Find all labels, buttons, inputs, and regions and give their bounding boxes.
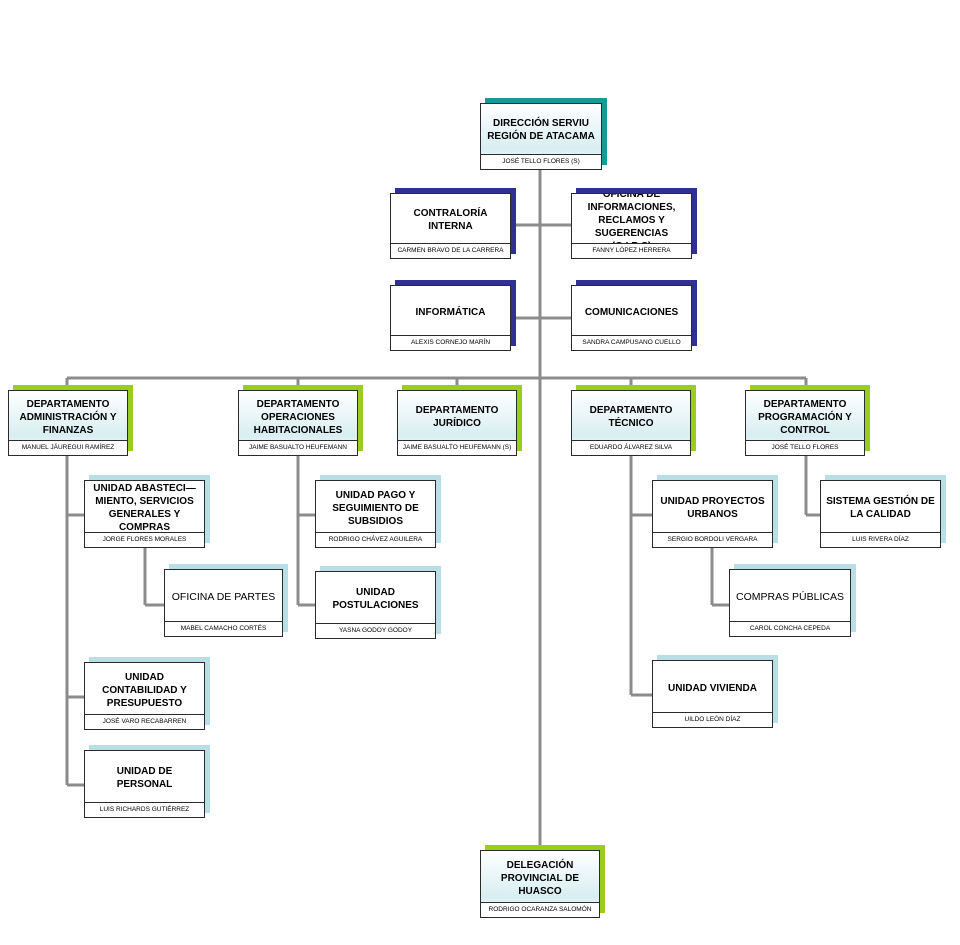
org-node-unidad-postulaciones: UNIDAD POSTULACIONES YASNA GODOY GODOY: [315, 566, 441, 639]
node-title: INFORMÁTICA: [415, 306, 486, 318]
node-title: UNIDAD POSTULACIONES: [332, 587, 419, 611]
node-person: JAIME BASUALTO HEUFEMANN: [239, 440, 357, 455]
node-person: RODRIGO OCARANZA SALOMÓN: [481, 902, 599, 917]
node-person: LUIS RIVERA DÍAZ: [821, 532, 940, 547]
node-person: SERGIO BORDOLI VERGARA: [653, 532, 772, 547]
org-node-compras-publicas: COMPRAS PÚBLICAS CAROL CONCHA CEPEDA: [729, 564, 856, 637]
node-person: FANNY LÓPEZ HERRERA: [572, 243, 691, 258]
node-title: UNIDAD CONTABILIDAD Y PRESUPUESTO: [102, 671, 187, 709]
node-title: DEPARTAMENTO TÉCNICO: [589, 405, 673, 429]
node-title: DEPARTAMENTO PROGRAMACIÓN Y CONTROL: [758, 398, 852, 436]
org-node-contraloria: CONTRALORÍA INTERNA CARMEN BRAVO DE LA C…: [390, 188, 516, 259]
node-person: YASNA GODOY GODOY: [316, 623, 435, 638]
node-title: UNIDAD PROYECTOS URBANOS: [660, 496, 765, 520]
org-node-delegacion-huasco: DELEGACIÓN PROVINCIAL DE HUASCO RODRIGO …: [480, 845, 605, 918]
node-title: SISTEMA GESTIÓN DE LA CALIDAD: [826, 496, 935, 520]
node-title: UNIDAD DE PERSONAL: [116, 766, 173, 790]
node-title: DELEGACIÓN PROVINCIAL DE HUASCO: [500, 859, 580, 897]
node-person: LUIS RICHARDS GUTIÉRREZ: [85, 802, 204, 817]
org-node-unidad-abastecimiento: UNIDAD ABASTECI— MIENTO, SERVICIOS GENER…: [84, 475, 210, 548]
org-node-oirs: OFICINA DE INFORMACIONES, RECLAMOS Y SUG…: [571, 188, 697, 259]
node-title: COMPRAS PÚBLICAS: [736, 590, 844, 603]
org-node-informatica: INFORMÁTICA ALEXIS CORNEJO MARÍN: [390, 280, 516, 351]
node-person: CAROL CONCHA CEPEDA: [730, 621, 850, 636]
org-node-unidad-proyectos: UNIDAD PROYECTOS URBANOS SERGIO BORDOLI …: [652, 475, 778, 548]
node-title: OFICINA DE INFORMACIONES, RECLAMOS Y SUG…: [587, 193, 676, 252]
org-node-oficina-partes: OFICINA DE PARTES MABEL CAMACHO CORTÉS: [164, 564, 288, 637]
org-node-comunicaciones: COMUNICACIONES SANDRA CAMPUSANO CUELLO: [571, 280, 697, 351]
node-person: JOSÉ TELLO FLORES: [746, 440, 864, 455]
org-node-unidad-personal: UNIDAD DE PERSONAL LUIS RICHARDS GUTIÉRR…: [84, 745, 210, 818]
node-title: DEPARTAMENTO ADMINISTRACIÓN Y FINANZAS: [19, 398, 117, 436]
node-person: UILDO LEÓN DÍAZ: [653, 712, 772, 727]
node-title: UNIDAD VIVIENDA: [668, 682, 757, 694]
org-node-unidad-contabilidad: UNIDAD CONTABILIDAD Y PRESUPUESTO JOSÉ V…: [84, 657, 210, 730]
node-person: ALEXIS CORNEJO MARÍN: [391, 335, 510, 350]
node-person: JOSÉ TELLO FLORES (S): [481, 154, 601, 169]
org-node-dep-operaciones: DEPARTAMENTO OPERACIONES HABITACIONALES …: [238, 385, 363, 456]
org-node-direccion: DIRECCIÓN SERVIU REGIÓN DE ATACAMA JOSÉ …: [480, 98, 607, 170]
node-title: UNIDAD ABASTECI— MIENTO, SERVICIOS GENER…: [93, 483, 196, 533]
org-node-unidad-vivienda: UNIDAD VIVIENDA UILDO LEÓN DÍAZ: [652, 655, 778, 728]
org-node-unidad-pago: UNIDAD PAGO Y SEGUIMIENTO DE SUBSIDIOS R…: [315, 475, 441, 548]
node-title: OFICINA DE PARTES: [171, 590, 276, 603]
node-title: DEPARTAMENTO OPERACIONES HABITACIONALES: [253, 398, 343, 436]
org-node-dep-programacion: DEPARTAMENTO PROGRAMACIÓN Y CONTROL JOSÉ…: [745, 385, 870, 456]
org-node-dep-administracion: DEPARTAMENTO ADMINISTRACIÓN Y FINANZAS M…: [8, 385, 133, 456]
node-person: JOSÉ VARO RECABARREN: [85, 714, 204, 729]
node-title: DIRECCIÓN SERVIU REGIÓN DE ATACAMA: [487, 118, 595, 142]
org-node-sistema-gestion: SISTEMA GESTIÓN DE LA CALIDAD LUIS RIVER…: [820, 475, 946, 548]
node-person: SANDRA CAMPUSANO CUELLO: [572, 335, 691, 350]
node-person: EDUARDO ÁLVAREZ SILVA: [572, 440, 690, 455]
node-title: UNIDAD PAGO Y SEGUIMIENTO DE SUBSIDIOS: [332, 489, 419, 527]
node-person: CARMEN BRAVO DE LA CARRERA: [391, 243, 510, 258]
node-person: JAIME BASUALTO HEUFEMANN (S): [398, 440, 516, 455]
node-person: JORGE FLORES MORALES: [85, 532, 204, 547]
node-person: MANUEL JÁUREGUI RAMÍREZ: [9, 440, 127, 455]
node-title: CONTRALORÍA INTERNA: [413, 208, 488, 232]
org-node-dep-tecnico: DEPARTAMENTO TÉCNICO EDUARDO ÁLVAREZ SIL…: [571, 385, 696, 456]
node-person: MABEL CAMACHO CORTÉS: [165, 621, 282, 636]
org-node-dep-juridico: DEPARTAMENTO JURÍDICO JAIME BASUALTO HEU…: [397, 385, 522, 456]
node-title: COMUNICACIONES: [584, 306, 679, 318]
node-title: DEPARTAMENTO JURÍDICO: [415, 405, 499, 429]
node-person: RODRIGO CHÁVEZ AGUILERA: [316, 532, 435, 547]
